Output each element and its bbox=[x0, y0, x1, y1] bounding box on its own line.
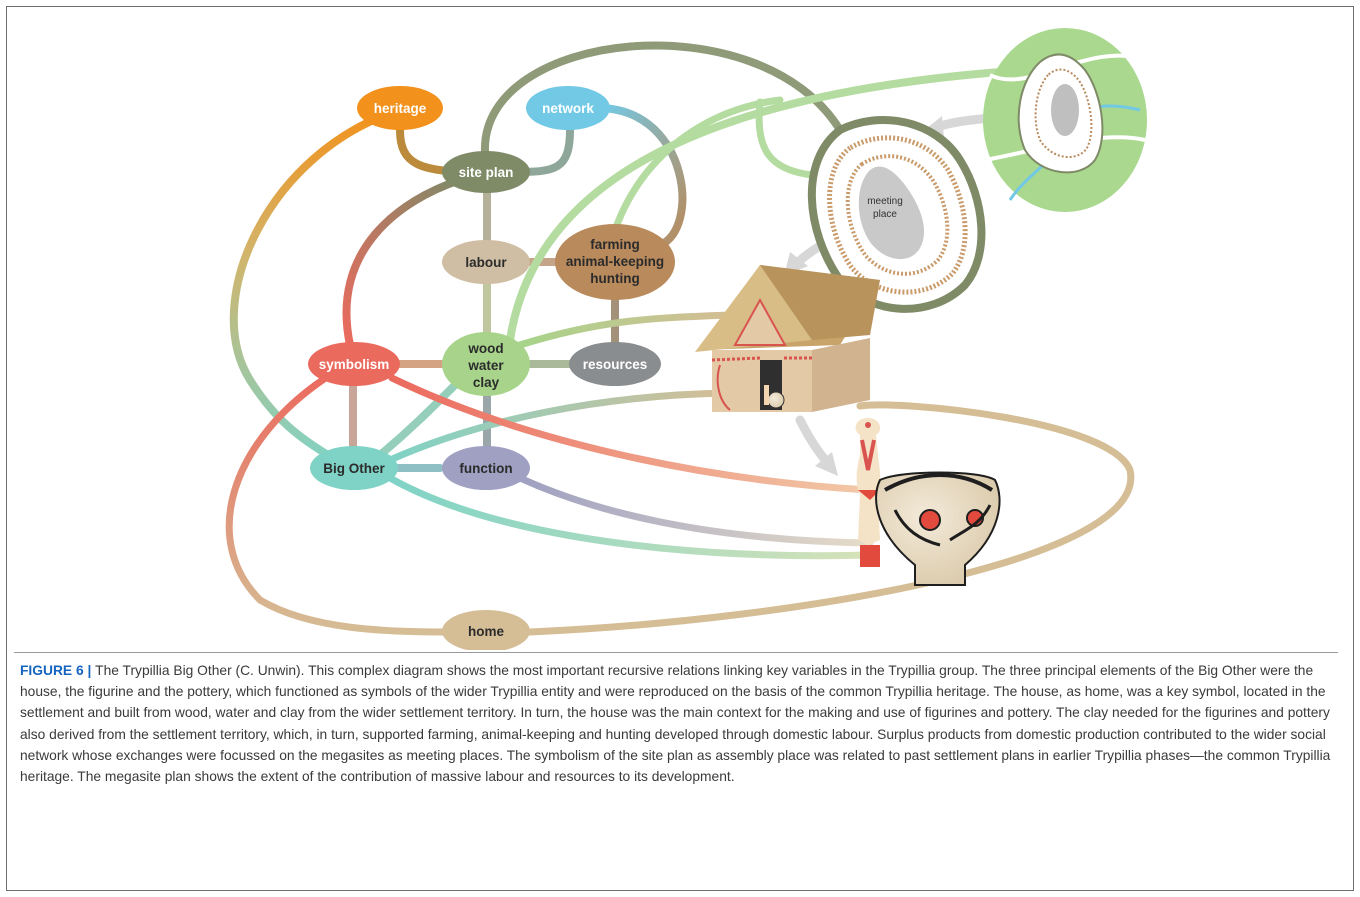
node-big-other: Big Other bbox=[310, 446, 398, 490]
function-label: function bbox=[459, 461, 512, 476]
figure-caption: FIGURE 6 | The Trypillia Big Other (C. U… bbox=[20, 660, 1340, 787]
link-wood-territory bbox=[506, 68, 1004, 344]
megasite-plan: meeting place bbox=[807, 116, 986, 313]
node-symbolism: symbolism bbox=[308, 342, 400, 386]
big-other-diagram: meeting place heritage bbox=[225, 28, 1147, 650]
meeting-place-label-2: place bbox=[873, 209, 897, 220]
link-home-house bbox=[526, 401, 1135, 636]
symbolism-label: symbolism bbox=[319, 357, 390, 372]
link-symbolism-pottery bbox=[388, 374, 872, 494]
caption-text: The Trypillia Big Other (C. Unwin). This… bbox=[20, 663, 1331, 785]
link-wood-house bbox=[516, 311, 734, 349]
link-territory-megasite bbox=[755, 98, 816, 179]
arrow-territory-megasite bbox=[930, 113, 995, 133]
node-resources: resources bbox=[569, 342, 661, 386]
clay-label: clay bbox=[473, 375, 500, 390]
big-other-label: Big Other bbox=[323, 461, 385, 476]
meeting-place-label-1: meeting bbox=[867, 196, 903, 207]
link-symbolism-siteplan bbox=[342, 176, 464, 349]
node-site-plan: site plan bbox=[442, 151, 530, 193]
connector-links bbox=[225, 41, 1135, 636]
node-home: home bbox=[442, 610, 530, 650]
link-bigother-house bbox=[386, 389, 734, 464]
labour-label: labour bbox=[465, 255, 507, 270]
node-heritage: heritage bbox=[357, 86, 443, 130]
pottery-illustration bbox=[875, 471, 1001, 586]
heritage-label: heritage bbox=[374, 101, 427, 116]
figure-number: FIGURE 6 bbox=[20, 663, 84, 678]
wood-label: wood bbox=[467, 341, 503, 356]
link-bigother-pottery-low bbox=[386, 474, 874, 560]
site-plan-label: site plan bbox=[459, 165, 514, 180]
node-network: network bbox=[526, 86, 610, 130]
network-label: network bbox=[542, 101, 594, 116]
hunting-label: hunting bbox=[590, 271, 639, 286]
caption-divider bbox=[14, 652, 1338, 653]
link-symbolism-home bbox=[225, 371, 449, 636]
house-illustration bbox=[695, 265, 880, 412]
settlement-territory bbox=[983, 28, 1147, 212]
farming-label: farming bbox=[590, 237, 640, 252]
link-farming-territory bbox=[611, 96, 784, 234]
figurine-illustration bbox=[855, 418, 881, 567]
link-function-pottery bbox=[516, 474, 874, 547]
link-network-farming bbox=[596, 104, 687, 249]
caption-separator: | bbox=[83, 663, 96, 678]
water-label: water bbox=[467, 358, 504, 373]
link-siteplan-megasite bbox=[480, 41, 844, 156]
node-labour: labour bbox=[442, 240, 530, 284]
link-heritage-bigother bbox=[229, 106, 404, 472]
home-label: home bbox=[468, 624, 504, 639]
link-bigother-wood bbox=[376, 381, 459, 459]
node-wood-water-clay: wood water clay bbox=[442, 332, 530, 396]
node-function: function bbox=[442, 446, 530, 490]
node-farming: farming animal-keeping hunting bbox=[555, 224, 675, 300]
resources-label: resources bbox=[583, 357, 648, 372]
animal-keeping-label: animal-keeping bbox=[566, 254, 664, 269]
